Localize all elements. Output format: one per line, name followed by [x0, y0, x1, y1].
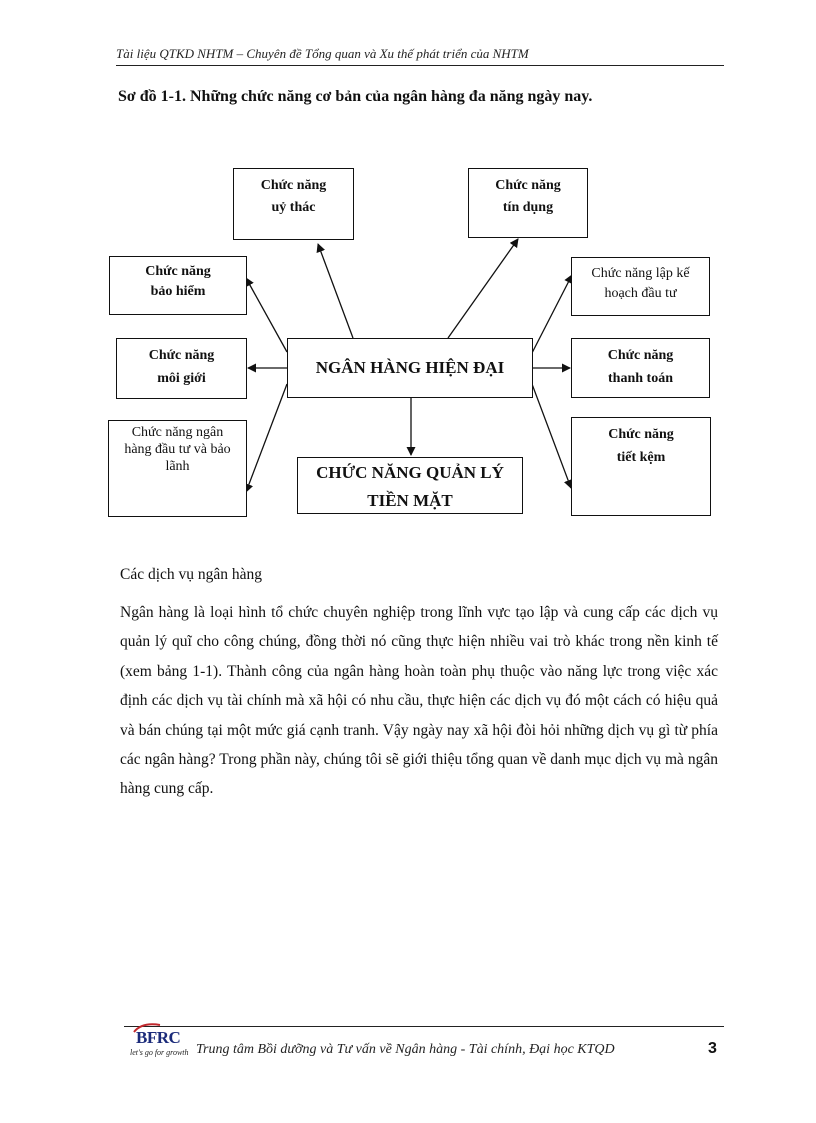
logo-wordmark: BFRC: [136, 1028, 181, 1047]
footer-text: Trung tâm Bồi dưỡng và Tư vấn về Ngân hà…: [196, 1042, 615, 1057]
header-rule: [116, 65, 724, 66]
box-credit-function: Chức năng tín dụng: [468, 168, 588, 238]
box-savings-function: Chức năng tiết kệm: [571, 417, 711, 516]
bfrc-logo: BFRC let's go for growth: [126, 1022, 189, 1062]
box-insurance-function: Chức năng bảo hiểm: [109, 256, 247, 315]
figure-title: Sơ đồ 1-1. Những chức năng cơ bản của ng…: [118, 88, 593, 105]
box-brokerage-function: Chức năng môi giới: [116, 338, 247, 399]
logo-tagline: let's go for growth: [130, 1048, 189, 1057]
box-trust-function: Chức năng uỷ thác: [233, 168, 354, 240]
page-header: Tài liệu QTKD NHTM – Chuyên đề Tổng quan…: [116, 46, 529, 61]
arrow-to-insurance: [245, 277, 288, 353]
box-investment-planning-function: Chức năng lập kế hoạch đầu tư: [571, 257, 710, 316]
box-modern-bank: NGÂN HÀNG HIỆN ĐẠI: [287, 338, 533, 398]
box-investment-banking-function: Chức năng ngân hàng đầu tư và bảo lãnh: [108, 420, 247, 517]
section-heading: Các dịch vụ ngân hàng: [120, 566, 263, 583]
arrow-to-savings: [531, 383, 573, 489]
page-number: 3: [708, 1040, 717, 1057]
box-cash-management-function: CHỨC NĂNG QUẢN LÝ TIỀN MẶT: [297, 457, 523, 514]
box-payment-function: Chức năng thanh toán: [571, 338, 710, 398]
footer-rule: [124, 1026, 724, 1027]
arrow-to-investment: [244, 383, 288, 493]
arrow-to-credit: [447, 238, 519, 339]
arrow-to-planning: [531, 274, 573, 354]
diagram-arrows: [244, 238, 573, 493]
body-paragraph: Ngân hàng là loại hình tổ chức chuyên ng…: [120, 604, 718, 798]
arrow-to-trust: [316, 243, 354, 339]
logo-swoosh-icon: [133, 1023, 161, 1033]
